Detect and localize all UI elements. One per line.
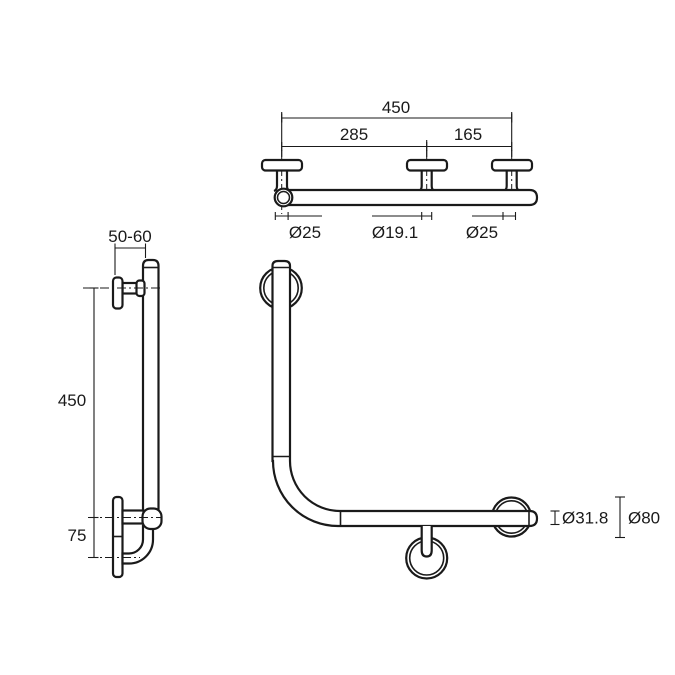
side-view-tube-endcap [141,507,163,531]
top-view-tube-end-inner [276,190,291,205]
side-view-tube [141,258,160,513]
front-view-tube [271,259,539,528]
front-view-bottom-stem [420,526,433,558]
front-view-dim-tube [550,510,560,526]
side-view-top-flange [111,276,124,310]
top-view-post-stems [273,170,521,193]
side-view-elbow-stem [121,524,155,565]
side-view: 50-60 450 75 [58,227,163,579]
dia-left-post: Ø25 [289,223,321,242]
front-view-dim-flange [615,496,625,539]
dim-overall-length: 450 [382,98,410,117]
top-view-dim-spans [281,142,513,151]
dim-wall-offset: 50-60 [108,227,151,246]
front-view-joint-lines [272,266,530,526]
front-view-flanges [259,266,533,580]
front-view: Ø31.8 Ø80 [259,259,660,580]
dia-tube: Ø31.8 [562,509,608,528]
dim-left-span: 285 [340,125,368,144]
top-view-bar [281,188,539,207]
dim-right-span: 165 [454,125,482,144]
dia-flange: Ø80 [628,509,660,528]
side-view-dim-heights [89,287,99,559]
dia-right-post: Ø25 [466,223,498,242]
top-view-flange-plates [260,158,534,172]
dim-height: 450 [58,391,86,410]
dim-bottom-offset: 75 [68,526,87,545]
dia-middle-post: Ø19.1 [372,223,418,242]
top-view-dim-overall [281,113,513,123]
top-view: 450 285 165 Ø25 Ø19.1 Ø25 [260,98,539,242]
top-view-dia-callouts [274,212,517,220]
side-view-dim-offset [114,243,147,275]
